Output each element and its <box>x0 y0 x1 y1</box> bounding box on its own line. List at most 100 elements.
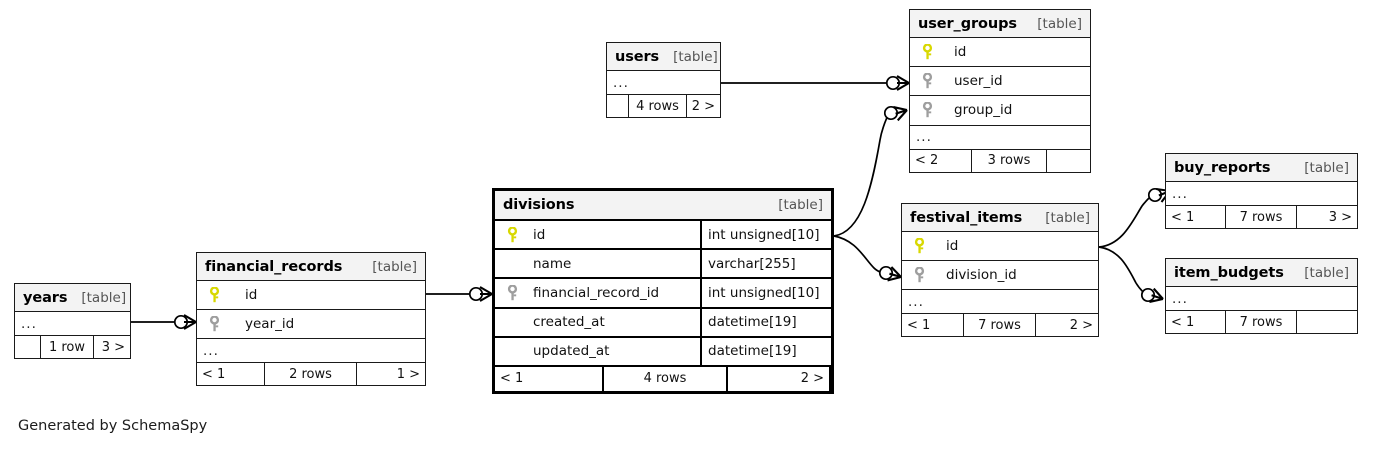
foreign-key-icon <box>902 267 932 283</box>
table-row: year_id <box>197 310 425 340</box>
foreign-key-icon <box>495 284 525 301</box>
table-name: users <box>615 48 660 65</box>
footer-parents[interactable] <box>15 336 41 358</box>
column-name: id <box>946 238 959 255</box>
table-tag: [table] <box>1304 264 1349 281</box>
table-header-festival-items: festival_items [table] <box>902 204 1098 232</box>
table-row: id <box>910 38 1090 68</box>
footer-parents[interactable]: < 2 <box>910 149 972 172</box>
column-name: updated_at <box>533 343 610 360</box>
footer-rowcount: 7 rows <box>964 314 1036 337</box>
table-node-users[interactable]: users [table] ... 4 rows 2 > <box>606 42 721 118</box>
footer-rowcount: 3 rows <box>972 149 1047 172</box>
table-node-festival-items[interactable]: festival_items [table] id division_id ..… <box>901 203 1099 338</box>
table-name: financial_records <box>205 258 343 275</box>
table-footer-user-groups: < 2 3 rows <box>910 149 1090 172</box>
table-tag: [table] <box>372 258 417 275</box>
column-type: datetime[19] <box>700 337 831 365</box>
table-row: created_at datetime[19] <box>495 308 831 338</box>
table-name: divisions <box>503 197 575 213</box>
column-name: group_id <box>954 102 1013 119</box>
footer-rowcount: 7 rows <box>1226 206 1297 228</box>
table-node-buy-reports[interactable]: buy_reports [table] ... < 1 7 rows 3 > <box>1165 153 1358 229</box>
column-name: id <box>954 44 967 61</box>
table-footer-item-budgets: < 1 7 rows <box>1166 311 1357 333</box>
footer-parents[interactable]: < 1 <box>495 366 604 391</box>
column-name: created_at <box>533 314 605 331</box>
footer-parents[interactable]: < 1 <box>902 314 964 337</box>
footer-parents[interactable] <box>607 95 629 117</box>
primary-key-icon <box>910 44 940 60</box>
footer-parents[interactable]: < 1 <box>197 363 265 386</box>
table-tag: [table] <box>1045 209 1090 226</box>
table-row: financial_record_id int unsigned[10] <box>495 279 831 309</box>
column-name: year_id <box>245 316 295 333</box>
generator-credit: Generated by SchemaSpy <box>18 418 208 434</box>
edge-financial_records-divisions <box>426 285 494 303</box>
edge-festival_items-item_budgets <box>1098 246 1167 307</box>
column-name: financial_record_id <box>533 284 660 301</box>
column-type: int unsigned[10] <box>700 221 831 249</box>
footer-rowcount: 7 rows <box>1226 311 1297 333</box>
column-name: id <box>533 226 546 243</box>
footer-parents[interactable]: < 1 <box>1166 311 1226 333</box>
table-name: user_groups <box>918 15 1017 32</box>
table-row: updated_at datetime[19] <box>495 337 831 367</box>
footer-children[interactable] <box>1047 150 1090 172</box>
footer-children[interactable]: 3 > <box>1328 209 1352 225</box>
more-columns-indicator: ... <box>607 71 720 95</box>
primary-key-icon <box>495 226 525 243</box>
more-columns-indicator: ... <box>197 339 425 364</box>
primary-key-icon <box>197 287 227 303</box>
more-columns-indicator: ... <box>1166 182 1357 206</box>
table-row: user_id <box>910 67 1090 97</box>
table-header-buy-reports: buy_reports [table] <box>1166 154 1357 182</box>
table-node-user-groups[interactable]: user_groups [table] id user_id group_id … <box>909 9 1091 173</box>
primary-key-icon <box>902 238 932 254</box>
edge-festival_items-buy_reports <box>1098 183 1174 248</box>
table-name: festival_items <box>910 209 1023 226</box>
table-footer-divisions: < 1 4 rows 2 > <box>495 366 831 391</box>
edge-users-user_groups <box>721 74 911 92</box>
table-header-financial-records: financial_records [table] <box>197 253 425 281</box>
table-footer-financial-records: < 1 2 rows 1 > <box>197 363 425 386</box>
table-row: id <box>902 232 1098 262</box>
foreign-key-icon <box>197 316 227 332</box>
footer-parents[interactable]: < 1 <box>1166 206 1226 228</box>
column-name: division_id <box>946 267 1017 284</box>
table-header-users: users [table] <box>607 43 720 71</box>
table-node-financial-records[interactable]: financial_records [table] id year_id ...… <box>196 252 426 387</box>
table-node-divisions[interactable]: divisions [table] id int unsigned[10] na… <box>492 188 834 394</box>
more-columns-indicator: ... <box>902 290 1098 315</box>
table-node-item-budgets[interactable]: item_budgets [table] ... < 1 7 rows <box>1165 258 1358 334</box>
table-name: item_budgets <box>1174 264 1284 281</box>
edge-years-financial_records <box>131 313 198 331</box>
table-row: id int unsigned[10] <box>495 221 831 251</box>
more-columns-indicator: ... <box>1166 287 1357 311</box>
footer-children[interactable]: 3 > <box>101 339 125 355</box>
column-type: varchar[255] <box>700 250 831 278</box>
edge-divisions-festival_items <box>833 235 904 285</box>
table-footer-years: 1 row 3 > <box>15 336 130 358</box>
footer-children[interactable]: 1 > <box>396 366 420 382</box>
column-name: name <box>533 255 572 272</box>
edge-divisions-user_groups <box>833 102 911 237</box>
more-columns-indicator: ... <box>910 126 1090 150</box>
more-columns-indicator: ... <box>15 312 130 336</box>
foreign-key-icon <box>910 73 940 89</box>
table-header-years: years [table] <box>15 284 130 312</box>
footer-children[interactable] <box>1297 311 1357 333</box>
column-name: user_id <box>954 73 1003 90</box>
table-header-user-groups: user_groups [table] <box>910 10 1090 38</box>
table-tag: [table] <box>673 48 718 65</box>
table-footer-users: 4 rows 2 > <box>607 95 720 117</box>
table-tag: [table] <box>1304 159 1349 176</box>
table-node-years[interactable]: years [table] ... 1 row 3 > <box>14 283 131 359</box>
column-type: int unsigned[10] <box>700 279 831 307</box>
footer-children[interactable]: 2 > <box>691 98 715 114</box>
footer-children[interactable]: 2 > <box>728 366 831 391</box>
table-header-item-budgets: item_budgets [table] <box>1166 259 1357 287</box>
footer-children[interactable]: 2 > <box>1069 317 1093 333</box>
table-footer-festival-items: < 1 7 rows 2 > <box>902 314 1098 337</box>
